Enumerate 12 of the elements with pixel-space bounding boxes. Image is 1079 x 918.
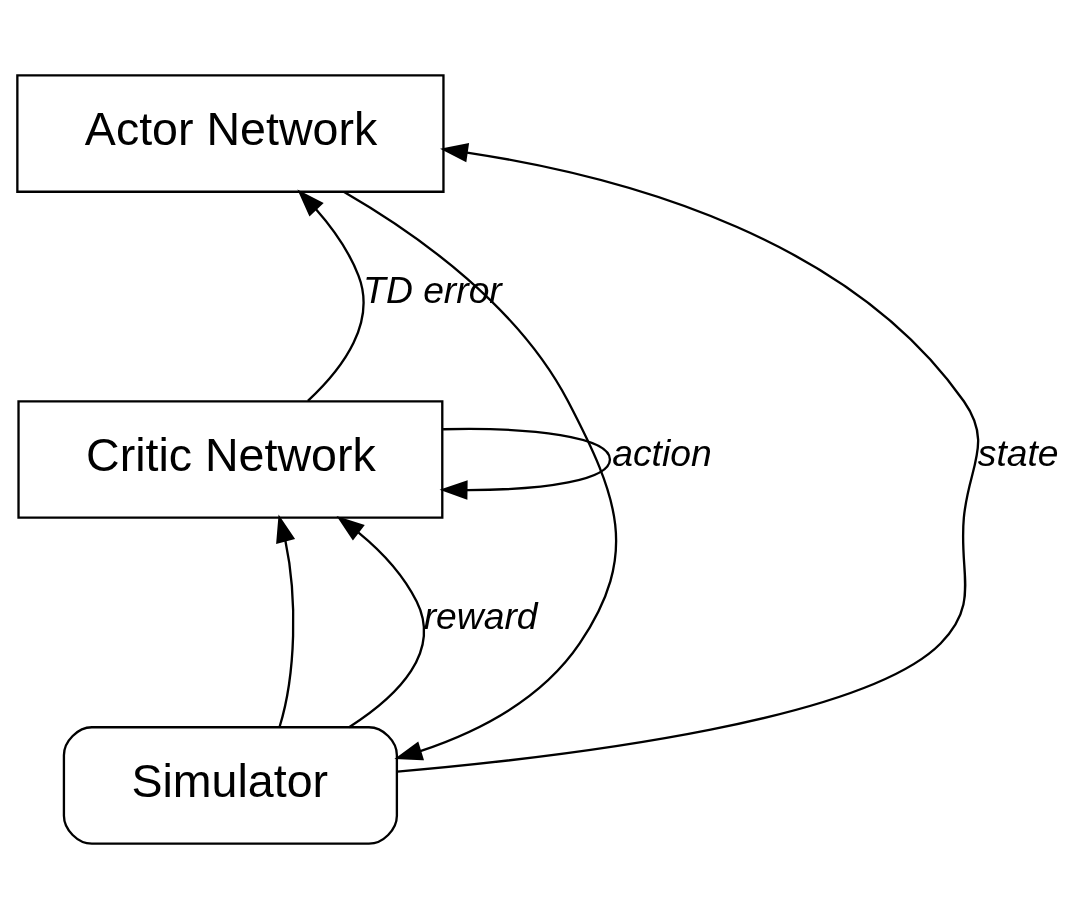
arrow — [336, 515, 425, 728]
arrow — [343, 190, 618, 760]
arrow — [397, 142, 980, 773]
arrow — [439, 427, 612, 500]
arrow — [297, 189, 365, 402]
edge-label: state — [977, 431, 1059, 474]
node-box: Simulator — [62, 725, 399, 845]
arrow — [276, 513, 296, 727]
node-box: Actor Network — [16, 73, 445, 193]
edge-label: reward — [423, 594, 538, 637]
edge-label: action — [612, 431, 712, 474]
node-box: Critic Network — [17, 399, 444, 519]
